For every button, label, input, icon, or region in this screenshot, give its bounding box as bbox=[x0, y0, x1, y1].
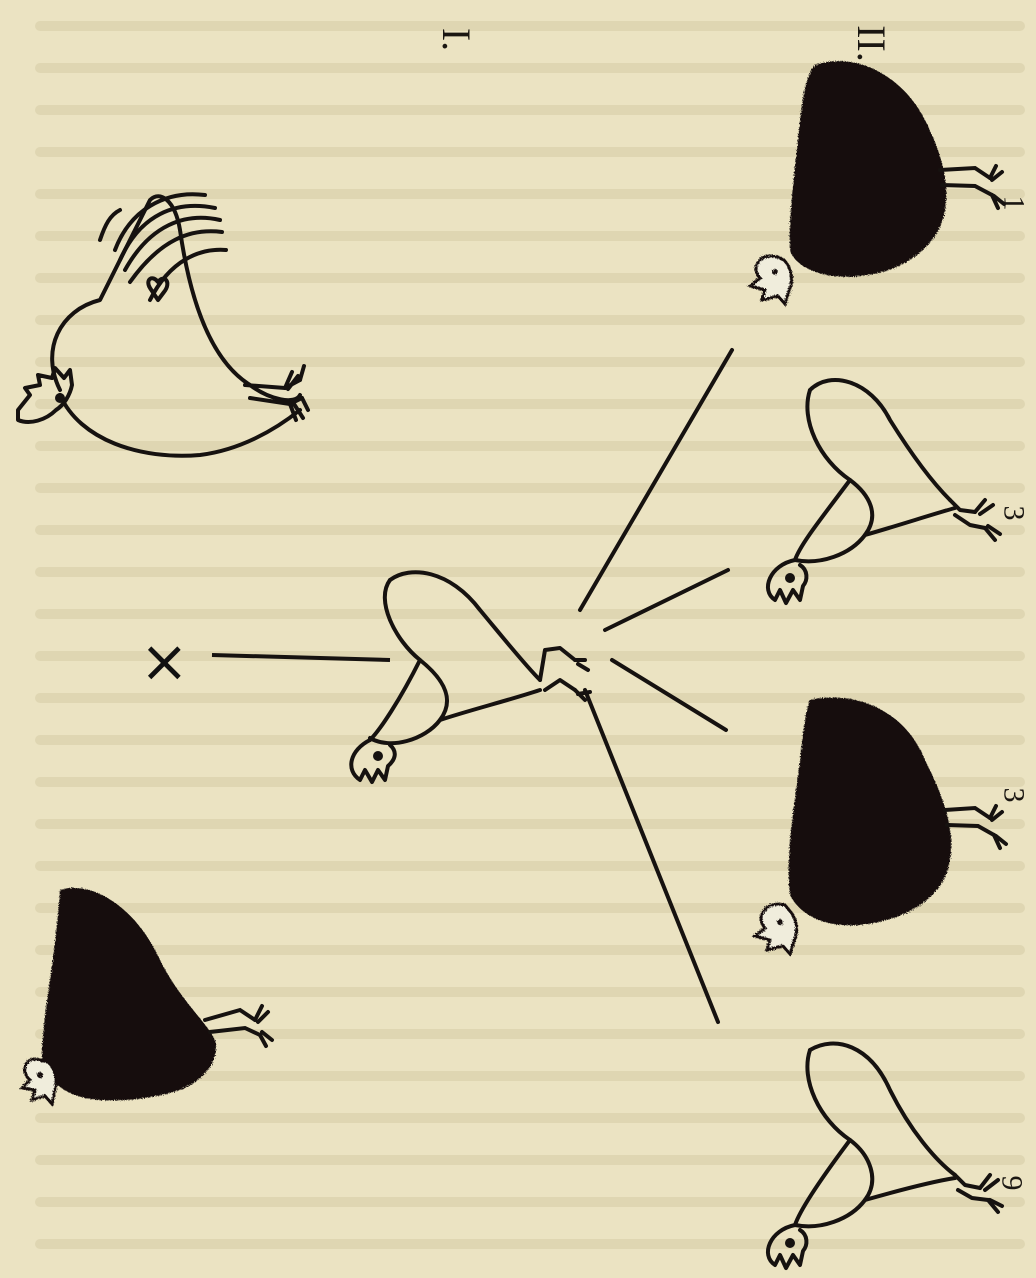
offspring-count-white-bottom: 9 bbox=[995, 1176, 1029, 1191]
cross-connector-line bbox=[212, 655, 390, 660]
black-hen-parent-legs bbox=[205, 1006, 272, 1046]
white-rooster-parent bbox=[18, 194, 308, 456]
offspring-white-hen-1 bbox=[768, 380, 1000, 603]
generation-label-ii: II. bbox=[848, 25, 895, 62]
offspring-white-hen-2 bbox=[768, 1043, 1002, 1268]
offspring-black-hen-1-legs bbox=[940, 166, 1004, 208]
offspring-count-white-upper: 3 bbox=[997, 506, 1031, 521]
offspring-black-hen-2-legs bbox=[945, 806, 1006, 848]
offspring-connector-lines bbox=[580, 350, 732, 1022]
generation-label-i: I. bbox=[433, 28, 480, 51]
offspring-count-black-top: 1 bbox=[997, 196, 1031, 211]
offspring-black-hen-1 bbox=[750, 61, 946, 304]
black-hen-parent bbox=[22, 888, 216, 1104]
white-hen-hybrid bbox=[351, 572, 590, 782]
offspring-black-hen-2 bbox=[755, 698, 951, 955]
cross-symbol: × bbox=[140, 632, 189, 690]
offspring-count-black-lower: 3 bbox=[997, 788, 1031, 803]
